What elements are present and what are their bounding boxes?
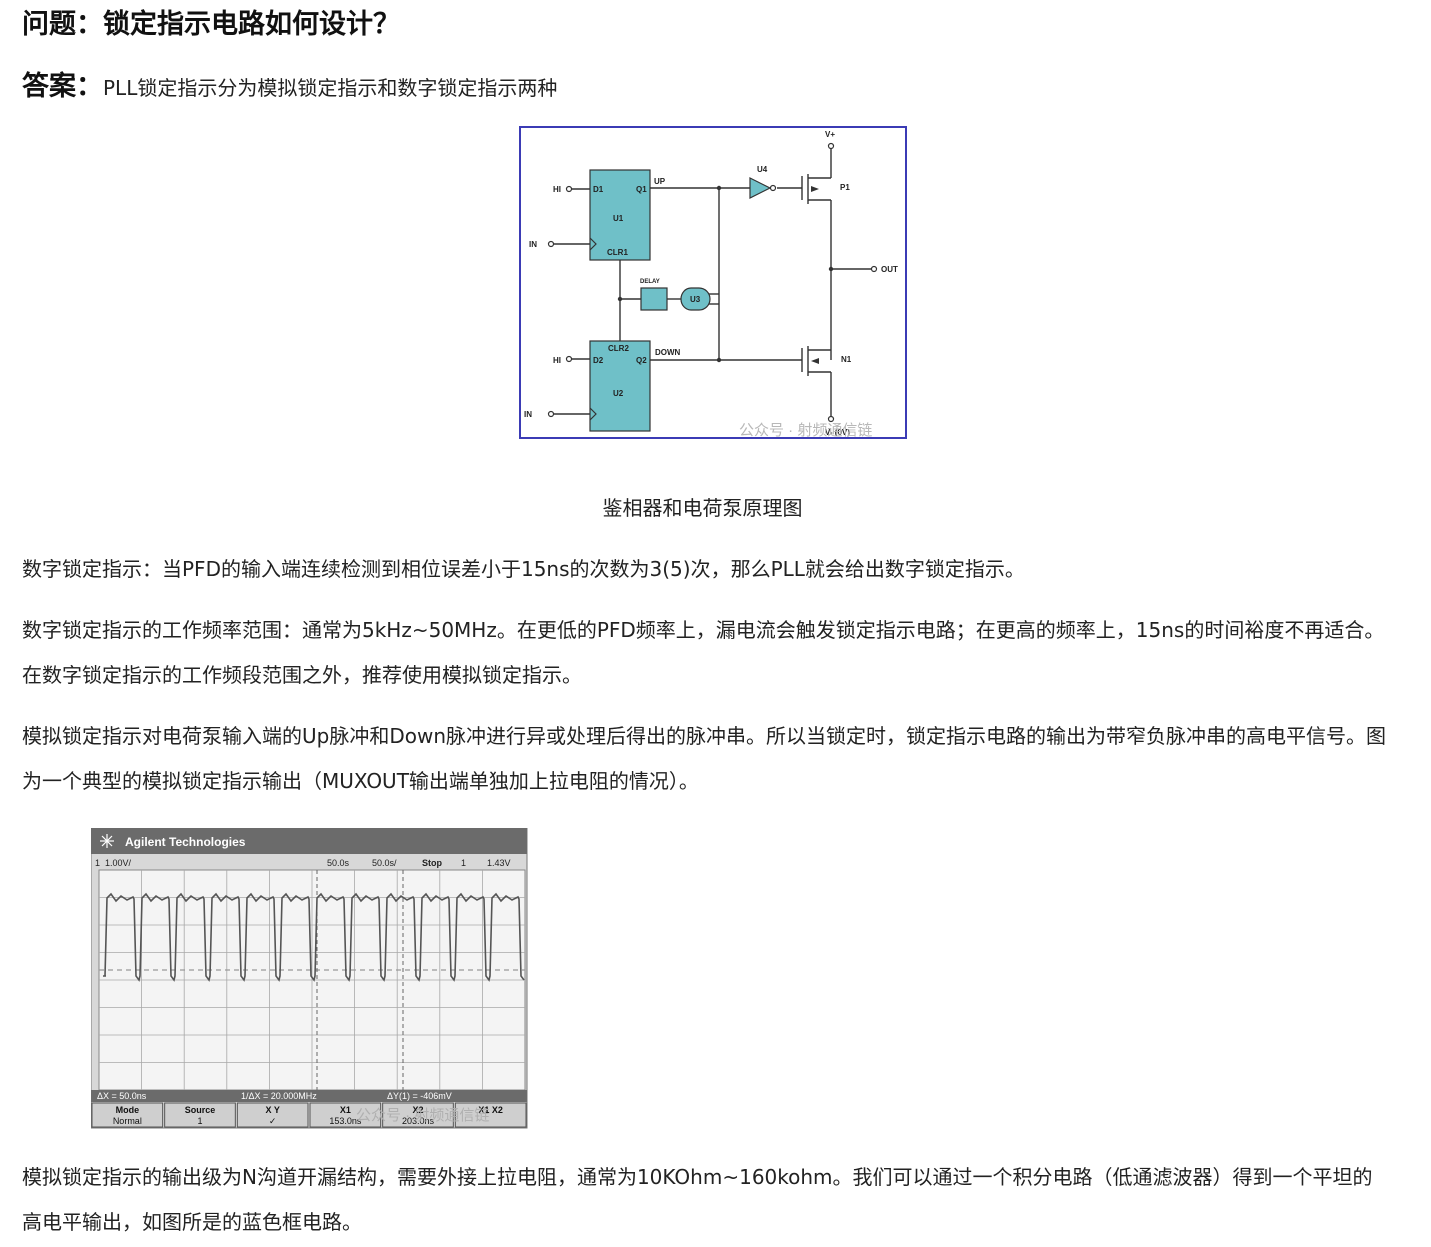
label-in2: IN xyxy=(524,410,532,419)
label-hi1: HI xyxy=(553,185,561,194)
scope-delta-y: ΔY(1) = -406mV xyxy=(387,1091,452,1101)
label-clr2: CLR2 xyxy=(608,344,629,353)
flipflop-u2 xyxy=(589,340,651,432)
scope-watermark: 公众号 · 射频通信链 xyxy=(356,1107,489,1124)
scope-trigger-level: 1.43V xyxy=(487,858,511,868)
answer-line: 答案：PLL锁定指示分为模拟锁定指示和数字锁定指示两种 xyxy=(22,64,557,103)
scope-softkey-bg xyxy=(236,1102,309,1128)
scope-brand: Agilent Technologies xyxy=(125,835,246,849)
scope-softkey-title: Mode xyxy=(116,1105,140,1115)
scope-softkey-bg xyxy=(91,1102,164,1128)
label-down: DOWN xyxy=(655,348,681,357)
delay-block xyxy=(640,287,668,311)
label-hi2: HI xyxy=(553,356,561,365)
scope-softkey-value: 153.0ns xyxy=(329,1116,362,1126)
inverter-u4 xyxy=(749,177,772,199)
schematic-labels: V+ U4 UP P1 HI D1 Q1 U1 IN CLR1 OUT DELA… xyxy=(524,130,898,437)
scope-softkey-title: X Y xyxy=(265,1105,279,1115)
scope-waveform xyxy=(103,892,525,982)
label-q1: Q1 xyxy=(636,185,647,194)
scope-delta-x: ΔX = 50.0ns xyxy=(97,1091,147,1101)
scope-vscale: 1.00V/ xyxy=(105,858,132,868)
label-u1: U1 xyxy=(613,214,624,223)
scope-softkey-value: 1 xyxy=(197,1116,202,1126)
scope-freq: 1/ΔX = 20.000MHz xyxy=(241,1091,317,1101)
answer-label: 答案： xyxy=(22,71,103,102)
label-u2: U2 xyxy=(613,389,624,398)
scope-run-state: Stop xyxy=(422,858,442,868)
schematic-terminals xyxy=(547,142,878,423)
label-u3: U3 xyxy=(690,295,701,304)
label-p1: P1 xyxy=(840,183,850,192)
label-u4: U4 xyxy=(757,165,768,174)
label-up: UP xyxy=(654,177,666,186)
figure-caption: 鉴相器和电荷泵原理图 xyxy=(602,496,803,520)
label-vminus: V- (0V) xyxy=(825,428,850,437)
scope-header xyxy=(91,828,527,854)
scope-softkey[interactable]: X1 X2 xyxy=(454,1102,527,1128)
scope-softkey-value: ✓ xyxy=(269,1116,277,1126)
label-in1: IN xyxy=(529,240,537,249)
paragraph-analog-output: 模拟锁定指示的输出级为N沟道开漏结构，需要外接上拉电阻，通常为10KOhm~16… xyxy=(22,1165,1373,1234)
answer-intro: PLL锁定指示分为模拟锁定指示和数字锁定指示两种 xyxy=(103,76,558,100)
scope-delay: 50.0s xyxy=(327,858,350,868)
paragraph-digital-range: 数字锁定指示的工作频率范围：通常为5kHz~50MHz。在更低的PFD频率上，漏… xyxy=(22,618,1385,687)
and-gate-u3 xyxy=(680,287,711,311)
scope-timebase: 50.0s/ xyxy=(372,858,397,868)
pfd-charge-pump-schematic: V+ U4 UP P1 HI D1 Q1 U1 IN CLR1 OUT DELA… xyxy=(519,126,907,439)
scope-softkey-title: X1 xyxy=(340,1105,351,1115)
label-delay: DELAY xyxy=(640,279,660,285)
scope-softkey-bg xyxy=(454,1102,527,1128)
scope-measure-bar xyxy=(91,1090,527,1102)
scope-status-bar: 1 1.00V/ 50.0s 50.0s/ Stop 1 1.43V xyxy=(95,858,511,868)
schematic-junctions xyxy=(617,185,834,363)
scope-trigger-source: 1 xyxy=(461,858,466,868)
scope-softkey[interactable]: X Y✓ xyxy=(236,1102,309,1128)
scope-softkey-value: Normal xyxy=(113,1116,142,1126)
flipflop-u1 xyxy=(589,169,651,261)
label-clr1: CLR1 xyxy=(607,248,628,257)
question-title: 问题：锁定指示电路如何设计？ xyxy=(22,9,400,40)
schematic-border xyxy=(519,126,907,439)
paragraph-digital-lock: 数字锁定指示：当PFD的输入端连续检测到相位误差小于15ns的次数为3(5)次，… xyxy=(22,557,1025,581)
label-out: OUT xyxy=(881,265,898,274)
scope-softkey-value: 203.0ns xyxy=(402,1116,435,1126)
agilent-logo-icon xyxy=(100,834,114,848)
label-q2: Q2 xyxy=(636,356,647,365)
scope-softkey-title: X2 xyxy=(412,1105,423,1115)
oscilloscope-screenshot: Agilent Technologies 1 1.00V/ 50.0s 50.0… xyxy=(91,828,528,1129)
scope-softkey-title: Source xyxy=(185,1105,216,1115)
label-vplus: V+ xyxy=(825,130,835,139)
scope-channel: 1 xyxy=(95,858,100,868)
scope-softkey-bg xyxy=(309,1102,382,1128)
label-d1: D1 xyxy=(593,185,604,194)
paragraph-analog-lock: 模拟锁定指示对电荷泵输入端的Up脉冲和Down脉冲进行异或处理后得出的脉冲串。所… xyxy=(22,724,1387,793)
scope-softkey-bg xyxy=(164,1102,236,1128)
scope-softkey-bg xyxy=(382,1102,454,1128)
label-n1: N1 xyxy=(841,355,852,364)
label-d2: D2 xyxy=(593,356,604,365)
scope-softkey-title: X1 X2 xyxy=(478,1105,503,1115)
schematic-watermark: 公众号 · 射频通信链 xyxy=(739,422,872,439)
